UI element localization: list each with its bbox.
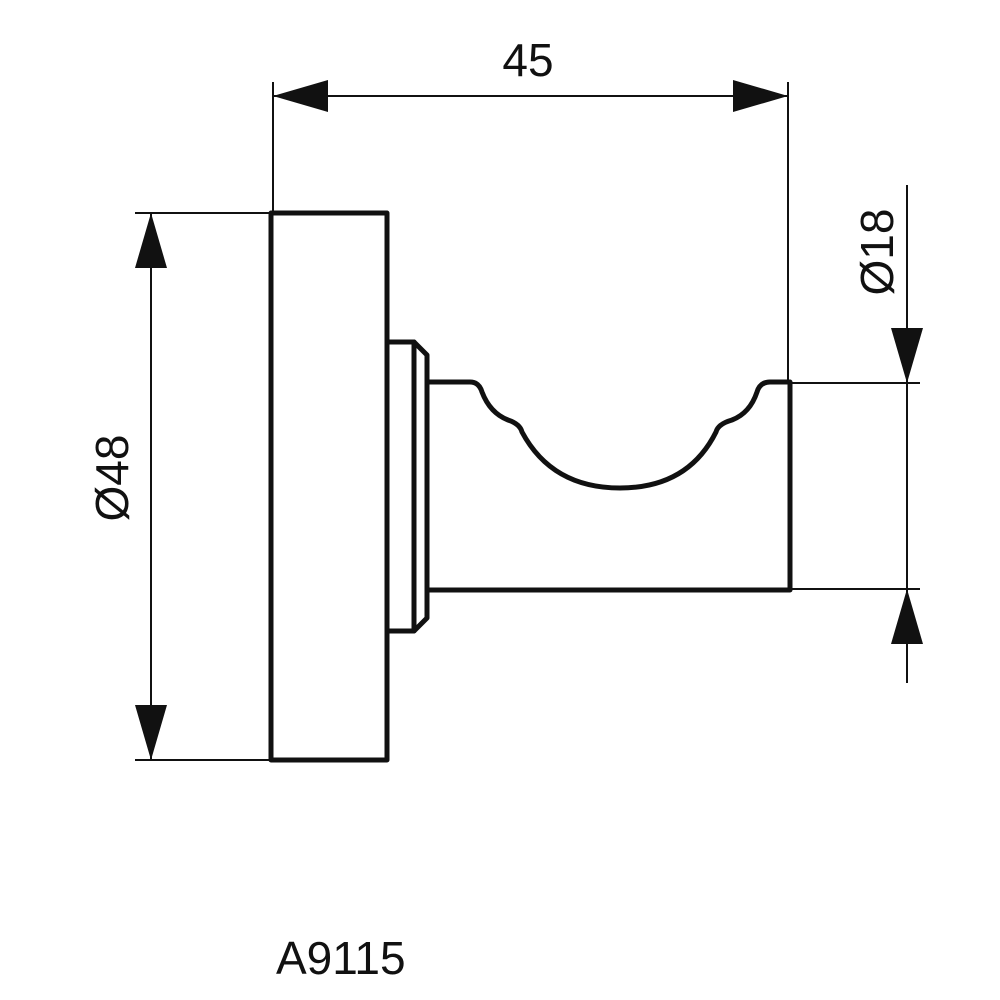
arrow-bottom xyxy=(135,705,167,760)
dimension-hook-diameter: Ø18 xyxy=(790,185,923,683)
arrow-hook-top xyxy=(891,328,923,383)
arrow-top xyxy=(135,213,167,268)
product-code: A9115 xyxy=(276,932,406,984)
base-plate xyxy=(268,210,390,763)
arrow-left xyxy=(273,80,328,112)
dimension-length: 45 xyxy=(272,34,789,382)
arrow-hook-bottom xyxy=(891,589,923,644)
arrow-right xyxy=(733,80,788,112)
collar-outer xyxy=(385,339,430,634)
label-base-diameter: Ø48 xyxy=(86,435,138,522)
part-outline xyxy=(268,210,793,763)
label-hook-diameter: Ø18 xyxy=(851,209,903,296)
hook-arm xyxy=(424,379,793,593)
label-length: 45 xyxy=(502,34,553,86)
dimension-base-diameter: Ø48 xyxy=(86,212,271,761)
